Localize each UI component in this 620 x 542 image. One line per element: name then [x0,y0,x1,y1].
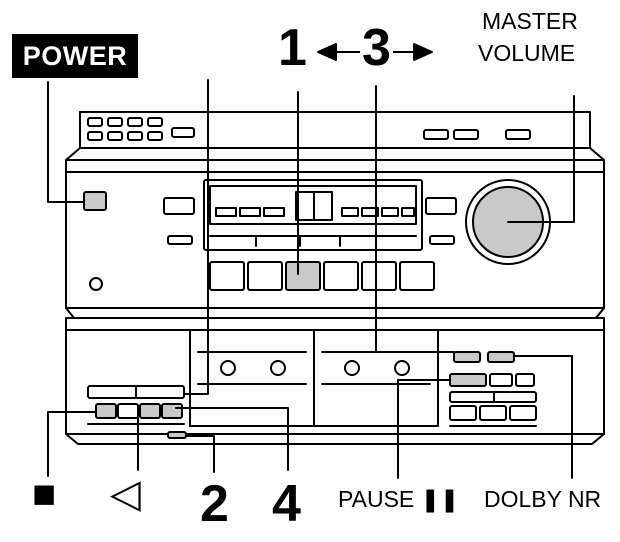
power-label: POWER [12,34,138,78]
callout-4: 4 [272,475,301,533]
callout-3: 3 [360,19,393,77]
play-reverse-icon: ◁ [110,472,141,516]
pause-label: PAUSE ❚❚ [338,486,460,512]
main-unit [65,159,605,319]
callout-1: 1 [278,19,307,77]
master-volume-label-line1: MASTER [482,8,578,34]
leader-lines [47,79,575,479]
master-volume-label-line2: VOLUME [478,40,576,66]
callout-2: 2 [200,475,229,533]
dolby-nr-label: DOLBY NR [484,486,602,512]
cassette-unit [65,317,605,445]
stop-icon: ■ [32,472,57,516]
top-unit [65,111,605,161]
